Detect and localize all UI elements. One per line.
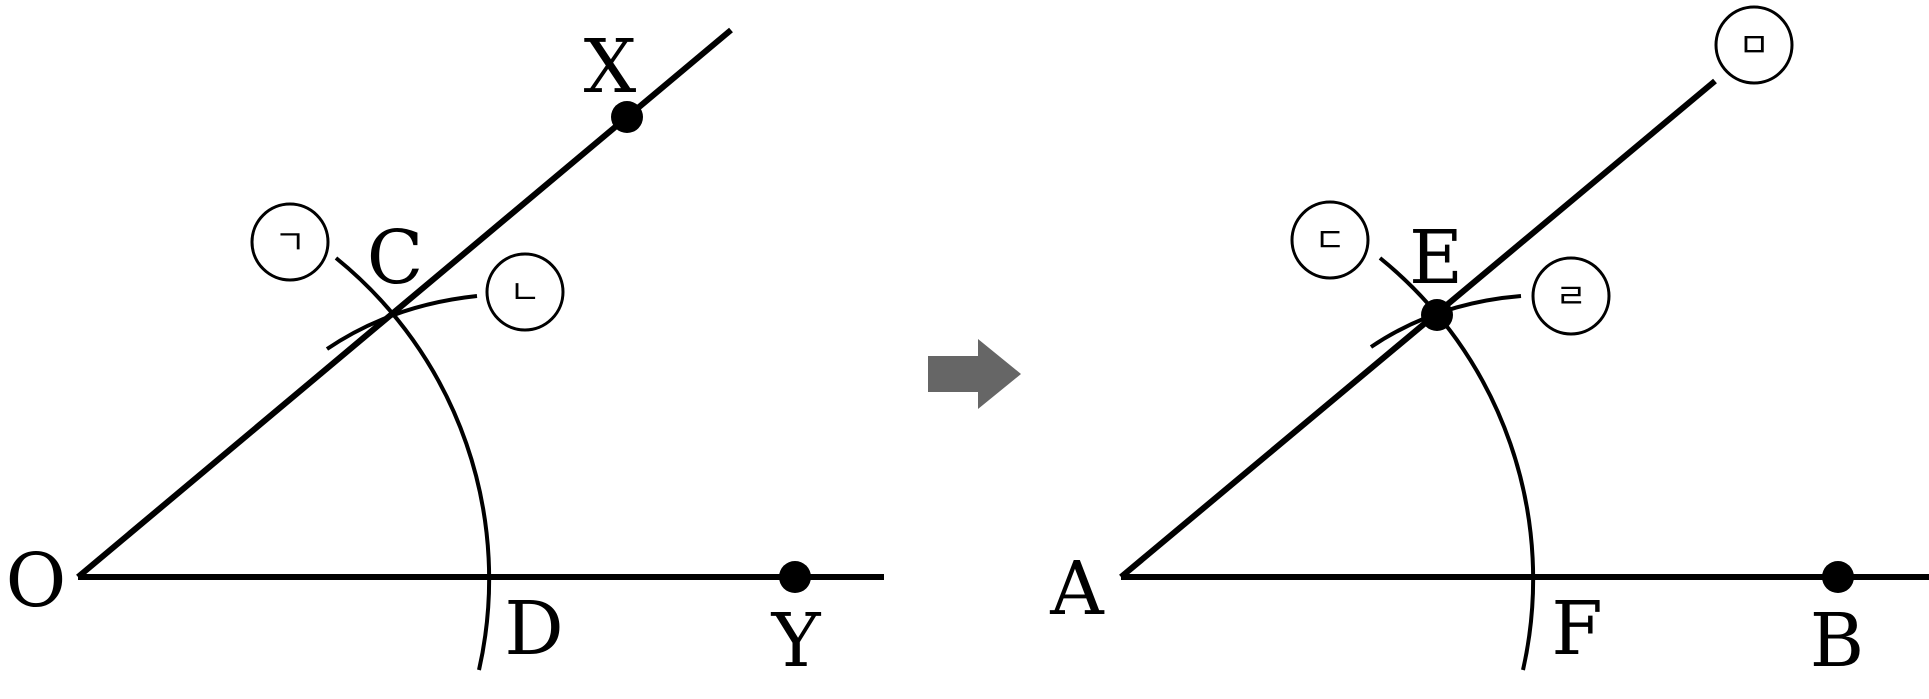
point-e-dot <box>1421 299 1453 331</box>
step-marker-5: ㅁ <box>1714 5 1794 85</box>
point-x-dot <box>611 101 643 133</box>
label-y: Y <box>771 598 822 684</box>
arc-from-a <box>1378 256 1536 671</box>
label-x: X <box>584 24 637 110</box>
svg-text:ㄱ: ㄱ <box>274 223 305 263</box>
right-figure: A B E F ㄷ ㄹ ㅁ <box>1049 5 1929 684</box>
label-a: A <box>1049 546 1105 632</box>
label-e: E <box>1409 215 1463 301</box>
svg-text:ㄴ: ㄴ <box>509 273 540 313</box>
label-c: C <box>367 215 424 301</box>
point-b-dot <box>1822 561 1854 593</box>
ray-ae <box>1119 78 1717 580</box>
label-o: O <box>6 538 67 624</box>
label-f: F <box>1551 586 1602 672</box>
arc-through-c <box>325 294 478 351</box>
svg-text:ㅁ: ㅁ <box>1738 26 1769 66</box>
step-marker-1: ㄱ <box>250 202 330 282</box>
step-marker-2: ㄴ <box>485 252 565 332</box>
arc-from-o <box>334 256 492 671</box>
right-arrow-icon <box>928 339 1021 409</box>
label-d: D <box>504 586 563 672</box>
svg-text:ㄷ: ㄷ <box>1314 221 1345 261</box>
step-marker-4: ㄹ <box>1531 256 1611 336</box>
svg-text:ㄹ: ㄹ <box>1555 277 1586 317</box>
step-marker-3: ㄷ <box>1290 200 1370 280</box>
label-b: B <box>1810 598 1864 684</box>
point-y-dot <box>779 561 811 593</box>
left-figure: O X Y C D ㄱ ㄴ <box>6 24 884 684</box>
